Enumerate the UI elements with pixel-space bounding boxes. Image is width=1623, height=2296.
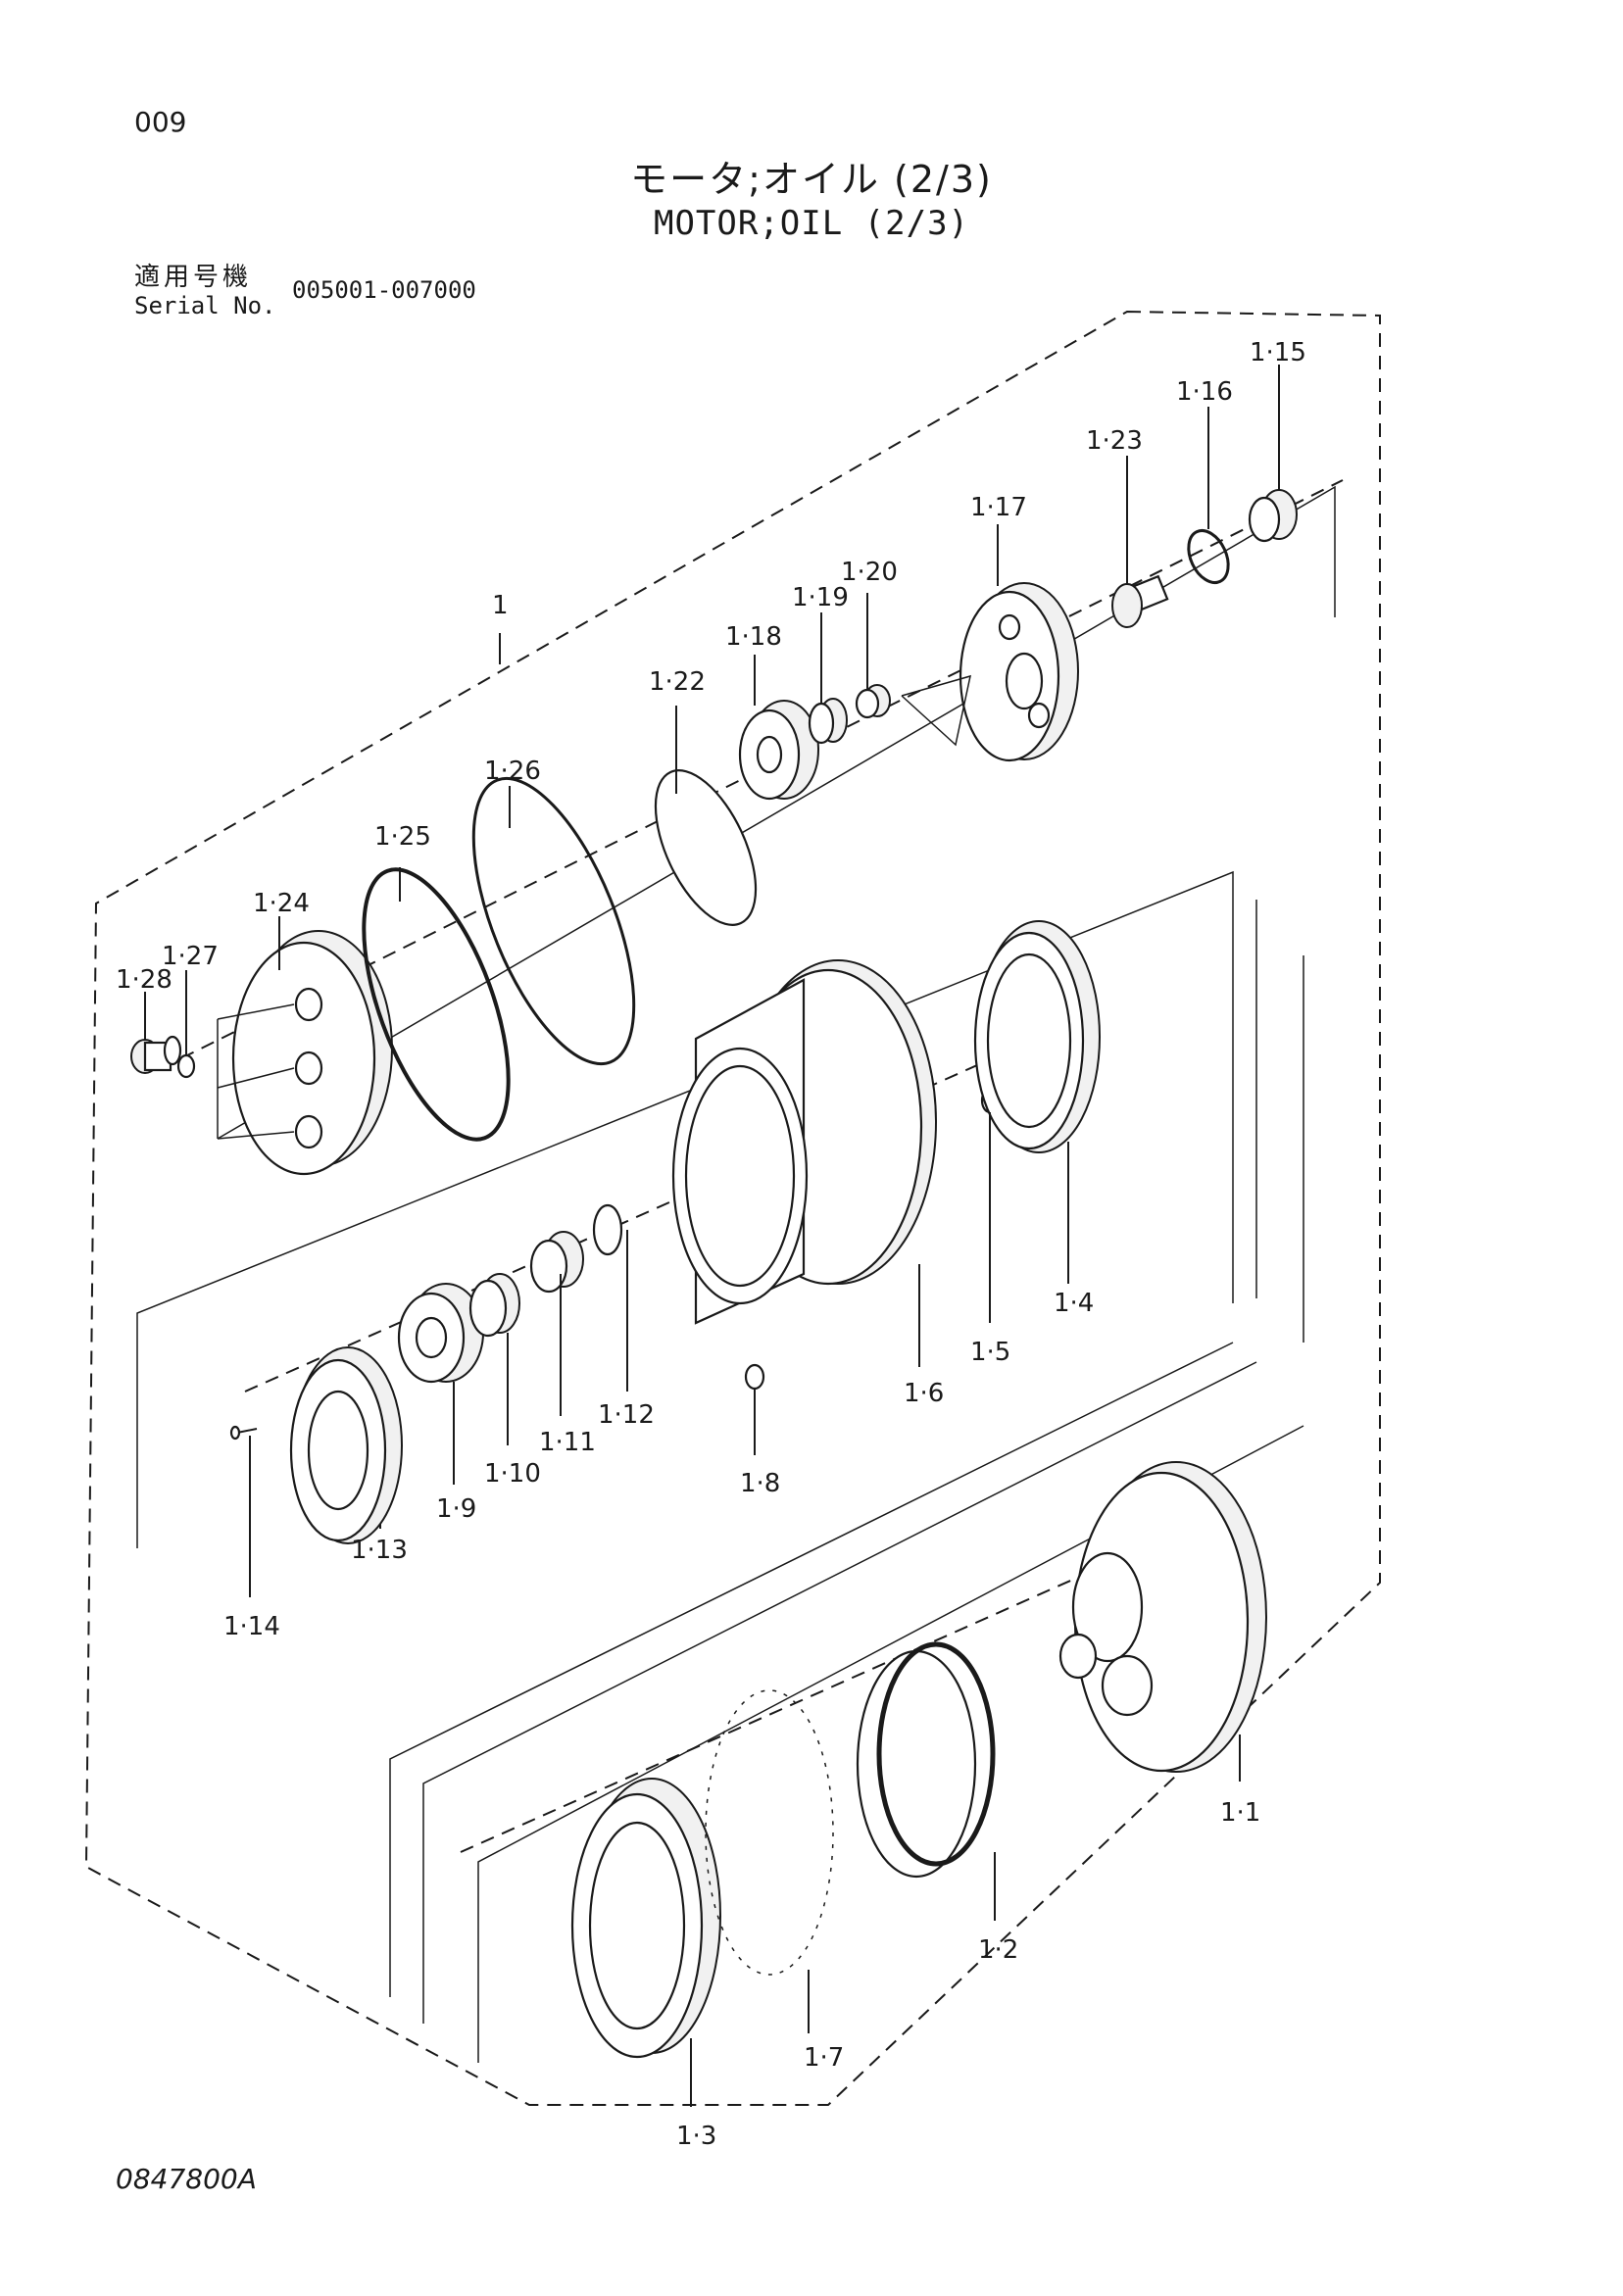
page-number: 009 — [134, 106, 187, 138]
serial-label-japanese: 適用号機 — [134, 263, 253, 292]
callout-1-3: 1·3 — [676, 2122, 716, 2151]
gear-1-9 — [397, 1283, 484, 1384]
spacer-1-20 — [855, 684, 891, 719]
callout-1-12: 1·12 — [598, 1400, 655, 1430]
lower-axis — [460, 1533, 1177, 1853]
spacer-1-11 — [529, 1231, 584, 1294]
middle-axis — [244, 1028, 1059, 1392]
bearing-1-3 — [570, 1778, 721, 2059]
callout-1-6: 1·6 — [904, 1379, 944, 1408]
callout-1-8: 1·8 — [740, 1469, 780, 1498]
callout-1-24: 1·24 — [253, 889, 310, 918]
callout-1-13: 1·13 — [351, 1536, 408, 1565]
callout-1-11: 1·11 — [539, 1428, 596, 1457]
shaft-1-22 — [1111, 574, 1169, 628]
gear-1-18 — [738, 700, 819, 801]
callout-labels: 1 1·1 1·2 1·3 1·4 1·5 1·6 1·7 1·8 1·9 1·… — [116, 338, 1306, 2151]
cover-1-24 — [217, 930, 393, 1176]
lower-row-parts — [389, 1342, 1304, 2063]
page-title-japanese: モータ;オイル (2/3) — [630, 158, 993, 201]
upper-row-parts — [130, 479, 1344, 1176]
seal-1-2 — [856, 1641, 996, 1879]
callout-1-18: 1·18 — [725, 622, 782, 652]
lower-bracket-2 — [422, 1361, 1257, 2024]
thrust-plate-1-23 — [654, 769, 758, 926]
callout-1-1: 1·1 — [1220, 1798, 1260, 1828]
snap-ring-1-26 — [471, 776, 636, 1066]
upper-axis — [180, 479, 1344, 1059]
callout-1-26: 1·26 — [484, 757, 541, 786]
bearing-1-10 — [468, 1273, 520, 1338]
assembly-boundary — [84, 310, 1381, 2106]
bearing-1-19 — [808, 698, 848, 745]
serial-range: 005001-007000 — [292, 276, 476, 304]
callout-1-5: 1·5 — [970, 1338, 1010, 1367]
callout-1-14: 1·14 — [223, 1612, 280, 1641]
middle-row-parts — [136, 870, 1304, 1548]
housing-1-6 — [671, 959, 937, 1325]
callout-1-28: 1·28 — [116, 965, 172, 995]
snap-ring-1-16 — [1187, 529, 1230, 584]
oring-1-27 — [176, 1053, 196, 1079]
plug-1-8 — [744, 1363, 765, 1391]
upper-bracket — [217, 485, 1336, 1140]
callout-1-16: 1·16 — [1176, 377, 1233, 407]
plate-1-13 — [289, 1346, 403, 1544]
lower-bracket-1 — [389, 1342, 1234, 1997]
callout-1-27: 1·27 — [162, 942, 219, 971]
callout-1-17: 1·23 — [1086, 426, 1143, 456]
callout-1-7: 1·7 — [804, 2043, 844, 2073]
callout-1-19: 1·19 — [792, 583, 849, 612]
carrier-1-17 — [901, 582, 1079, 762]
lower-bracket-3 — [477, 1425, 1304, 2063]
callout-1-17-label: 1·17 — [970, 493, 1027, 522]
callout-1-10: 1·10 — [484, 1459, 541, 1489]
page-title-english: MOTOR;OIL (2/3) — [653, 204, 970, 243]
ring-1-25 — [362, 867, 511, 1142]
callout-1: 1 — [492, 591, 509, 620]
screw-1-14 — [229, 1425, 258, 1441]
serial-label-english: Serial No. — [134, 292, 276, 319]
plug-1-28 — [130, 1035, 182, 1074]
ring-nut-1-4 — [973, 920, 1101, 1153]
callout-1-4: 1·4 — [1054, 1289, 1094, 1318]
callout-1-23: 1·22 — [649, 667, 706, 697]
callout-1-15: 1·15 — [1250, 338, 1306, 367]
ring-1-12 — [592, 1203, 623, 1256]
bearing-1-15 — [1248, 489, 1298, 543]
leader-lines — [144, 365, 1280, 2107]
callout-1-20: 1·20 — [841, 558, 898, 587]
middle-bracket-1 — [136, 870, 1234, 1548]
balls-1-7 — [705, 1689, 834, 1976]
housing-1-1 — [1058, 1461, 1267, 1773]
drawing-number: 0847800A — [116, 2163, 257, 2195]
callout-1-2: 1·2 — [978, 1935, 1018, 1965]
callout-1-25: 1·25 — [374, 822, 431, 852]
callout-1-9: 1·9 — [436, 1494, 476, 1524]
